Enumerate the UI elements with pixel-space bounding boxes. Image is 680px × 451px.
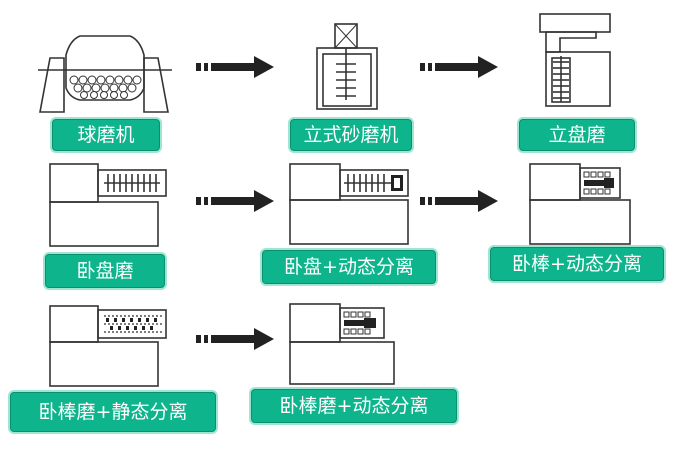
vertical-sand-mill-drawing bbox=[316, 23, 378, 110]
horizontal-rod-dynamic-drawing bbox=[529, 163, 631, 245]
label-vertical-disc-mill: 立盘磨 bbox=[517, 117, 637, 153]
arrow-3 bbox=[196, 190, 274, 212]
horizontal-rod-mill-static-drawing bbox=[49, 305, 167, 387]
arrow-2 bbox=[420, 56, 498, 78]
horizontal-disc-dynamic-drawing bbox=[289, 163, 409, 245]
label-ball-mill: 球磨机 bbox=[50, 117, 162, 153]
ball-mill-drawing bbox=[38, 35, 172, 113]
label-horizontal-rod-mill-dynamic: 卧棒磨+动态分离 bbox=[249, 387, 459, 425]
label-horizontal-disc-dynamic: 卧盘+动态分离 bbox=[260, 248, 438, 286]
arrow-4 bbox=[420, 190, 498, 212]
vertical-disc-mill-drawing bbox=[539, 13, 611, 107]
arrow-5 bbox=[196, 328, 274, 350]
label-horizontal-disc-mill: 卧盘磨 bbox=[43, 252, 167, 290]
horizontal-rod-mill-dynamic-drawing bbox=[289, 303, 395, 385]
label-horizontal-rod-mill-static: 卧棒磨+静态分离 bbox=[8, 390, 218, 434]
arrow-1 bbox=[196, 56, 274, 78]
horizontal-disc-mill-drawing bbox=[49, 163, 167, 247]
label-vertical-sand-mill: 立式砂磨机 bbox=[288, 117, 414, 153]
label-horizontal-rod-dynamic: 卧棒+动态分离 bbox=[488, 245, 666, 283]
